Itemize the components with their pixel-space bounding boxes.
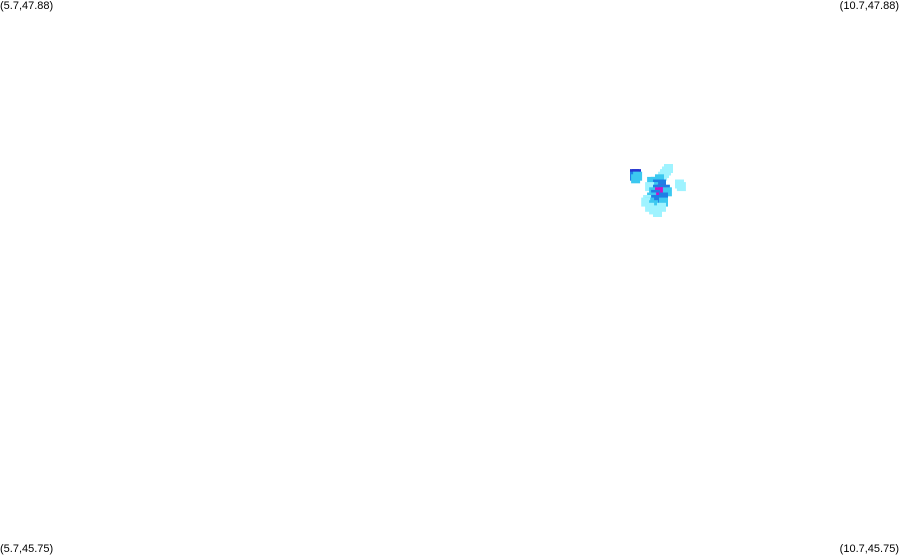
precip-cell-light [653, 208, 662, 217]
precip-cell-light [664, 164, 673, 173]
precip-cell-medium [662, 187, 672, 197]
precip-cell-strong [659, 192, 668, 202]
precip-cell-medium [647, 176, 657, 186]
precip-cell-medium [659, 197, 668, 207]
precip-cell-medium [633, 171, 643, 181]
precip-cell-light [641, 197, 651, 207]
precip-cell-light [645, 182, 655, 192]
corner-label-top-right: (10.7,47.88) [839, 0, 899, 12]
corner-label-top-left: (5.7,47.88) [0, 0, 54, 12]
precip-cell-light [657, 202, 666, 212]
precip-cell-light [676, 182, 686, 192]
